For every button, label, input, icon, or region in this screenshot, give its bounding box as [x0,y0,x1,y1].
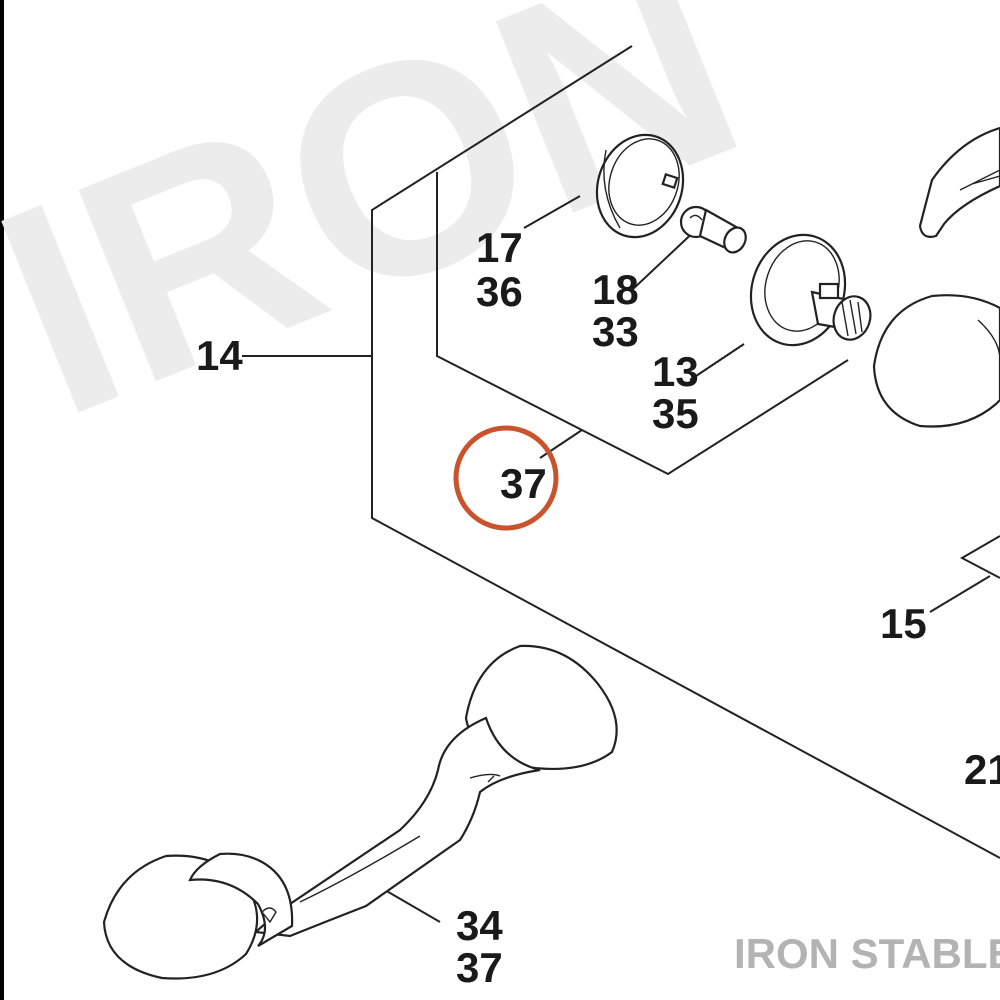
callout-35: 35 [652,390,699,437]
callout-33: 33 [592,308,639,355]
brand-text: IRON STABLE [734,930,1000,977]
leader-34 [377,885,441,923]
right-bracket-part [918,126,1000,238]
callout-34: 34 [456,902,503,949]
leader-17 [523,195,581,229]
callout-36: 36 [476,268,523,315]
callout-37: 37 [456,944,503,991]
callout-14: 14 [196,332,243,379]
callout-18: 18 [592,266,639,313]
callout-15: 15 [880,600,927,647]
callout-17: 17 [476,224,523,271]
callout-37-highlighted: 37 [500,460,547,507]
leader-18 [631,225,701,291]
outer-bracket-line [371,45,1000,859]
callout-21: 21 [964,746,1000,793]
light-bar-part [102,644,618,980]
leader-37 [539,429,583,459]
leader-15 [929,575,991,613]
right-turn-signal-part [872,294,1000,428]
leader-13 [689,343,745,381]
lens-cap-part [595,133,685,239]
bulb-part [679,205,747,254]
part-15-edge [959,535,1000,579]
lamp-housing-part [749,233,872,347]
left-border [0,0,4,1000]
inner-bracket-line [436,172,849,476]
highlight-circle [453,425,559,531]
callout-13: 13 [652,348,699,395]
